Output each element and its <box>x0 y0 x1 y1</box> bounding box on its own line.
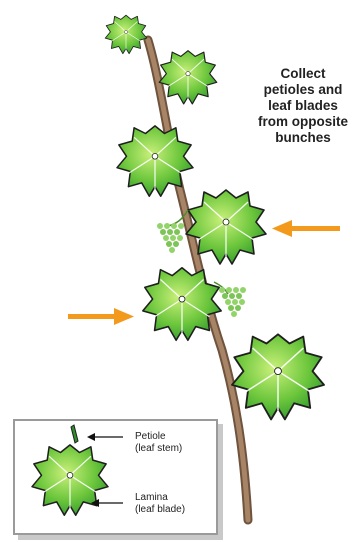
legend-petiole-pointer <box>87 433 123 441</box>
leaf-4 <box>186 190 266 264</box>
leaf-top <box>105 15 147 53</box>
petiole-detail: (leaf stem) <box>135 443 182 455</box>
legend-leaf-illustration <box>13 419 218 535</box>
instruction-line-2: petioles and <box>248 82 358 98</box>
petiole-name: Petiole <box>135 431 182 443</box>
grape-bunch-left <box>157 223 184 253</box>
grape-bunch-right <box>219 287 246 317</box>
legend-lamina-label: Lamina (leaf blade) <box>135 492 185 516</box>
instruction-line-4: from opposite <box>248 114 358 130</box>
lamina-detail: (leaf blade) <box>135 504 185 516</box>
instruction-line-5: bunches <box>248 130 358 146</box>
collection-instruction: Collect petioles and leaf blades from op… <box>248 66 358 146</box>
leaf-5 <box>143 268 221 341</box>
leaf-6 <box>232 334 324 419</box>
arrow-right-side <box>272 220 340 237</box>
lamina-name: Lamina <box>135 492 185 504</box>
leaf-2 <box>159 51 217 104</box>
instruction-line-3: leaf blades <box>248 98 358 114</box>
leaf-3 <box>117 126 193 196</box>
legend-petiole-label: Petiole (leaf stem) <box>135 431 182 455</box>
instruction-line-1: Collect <box>248 66 358 82</box>
arrow-left-side <box>68 308 134 325</box>
